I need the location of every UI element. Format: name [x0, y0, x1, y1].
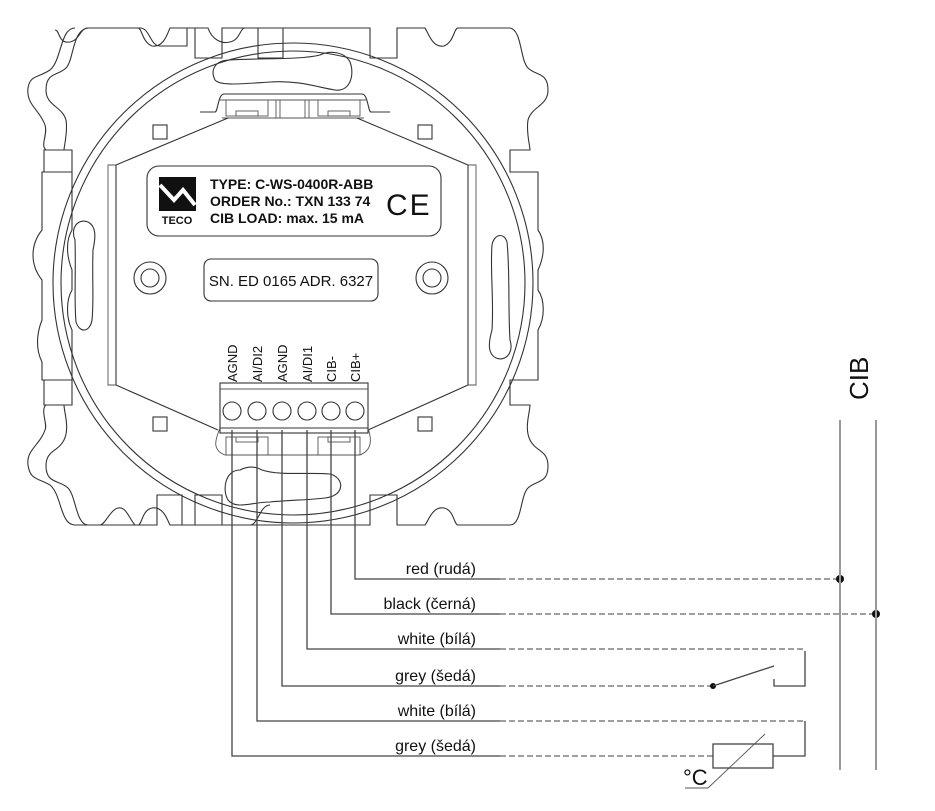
terminal-screw	[297, 401, 317, 421]
serial-label-box	[203, 258, 379, 302]
corner-square-tr	[417, 124, 433, 140]
terminal-screw	[247, 401, 267, 421]
product-label-box	[146, 165, 442, 237]
terminal-label: CIB+	[348, 353, 363, 382]
terminal-label: AGND	[275, 344, 290, 382]
thermistor-symbol: °C	[683, 721, 806, 790]
terminal-screw	[222, 401, 242, 421]
serial-label: SN. ED 0165 ADR. 6327	[209, 273, 373, 290]
keyhole-slot-top	[212, 51, 353, 91]
wire-solid	[330, 430, 500, 615]
top-clip	[200, 93, 390, 119]
ce-mark: CE	[386, 189, 432, 222]
terminal-screw	[272, 401, 292, 421]
terminal-screw	[321, 401, 341, 421]
cib-bus-label: CIB	[844, 357, 874, 400]
wire-label: grey (šedá)	[395, 738, 476, 755]
corner-square-tl	[152, 124, 168, 140]
terminal-screw	[345, 401, 365, 421]
wire-solid	[281, 430, 500, 687]
terminal-block	[215, 382, 371, 456]
label-type: TYPE: C-WS-0400R-ABB	[210, 176, 373, 192]
outer-ring	[52, 42, 534, 524]
mounting-frame	[54, 27, 284, 59]
wire-solid	[256, 430, 500, 722]
label-order: ORDER No.: TXN 133 74	[210, 193, 370, 209]
switch-symbol	[710, 651, 806, 689]
wire-label: black (černá)	[384, 596, 476, 613]
terminal-label: AGND	[225, 344, 240, 382]
module-body	[115, 117, 469, 431]
keyhole-slot-bottom	[224, 466, 342, 506]
logo-text: TECO	[162, 215, 193, 227]
wire-solid	[354, 430, 500, 580]
wire-solid	[231, 430, 500, 757]
terminal-label: AI/DI2	[250, 346, 265, 382]
mounting-hole-right	[415, 261, 449, 295]
keyhole-slot-right	[488, 235, 512, 360]
terminal-label: AI/DI1	[300, 346, 315, 382]
teco-logo: TECO	[158, 177, 197, 227]
terminal-label: CIB-	[324, 356, 339, 382]
wire-solid	[306, 430, 500, 650]
label-load: CIB LOAD: max. 15 mA	[210, 210, 364, 226]
module-edges	[107, 164, 477, 386]
corner-square-br	[417, 416, 433, 432]
inner-ring	[60, 50, 526, 516]
thermistor-unit-label: °C	[683, 765, 708, 790]
mounting-hole-left	[133, 261, 167, 295]
frame-body	[43, 27, 549, 526]
wire-label: white (bílá)	[397, 703, 476, 720]
frame-outline	[27, 27, 271, 526]
wire-label: grey (šedá)	[395, 668, 476, 685]
wire-label: white (bílá)	[397, 631, 476, 648]
corner-square-bl	[152, 416, 168, 432]
keyhole-slot-left	[72, 220, 96, 331]
wire-label: red (rudá)	[406, 561, 476, 578]
